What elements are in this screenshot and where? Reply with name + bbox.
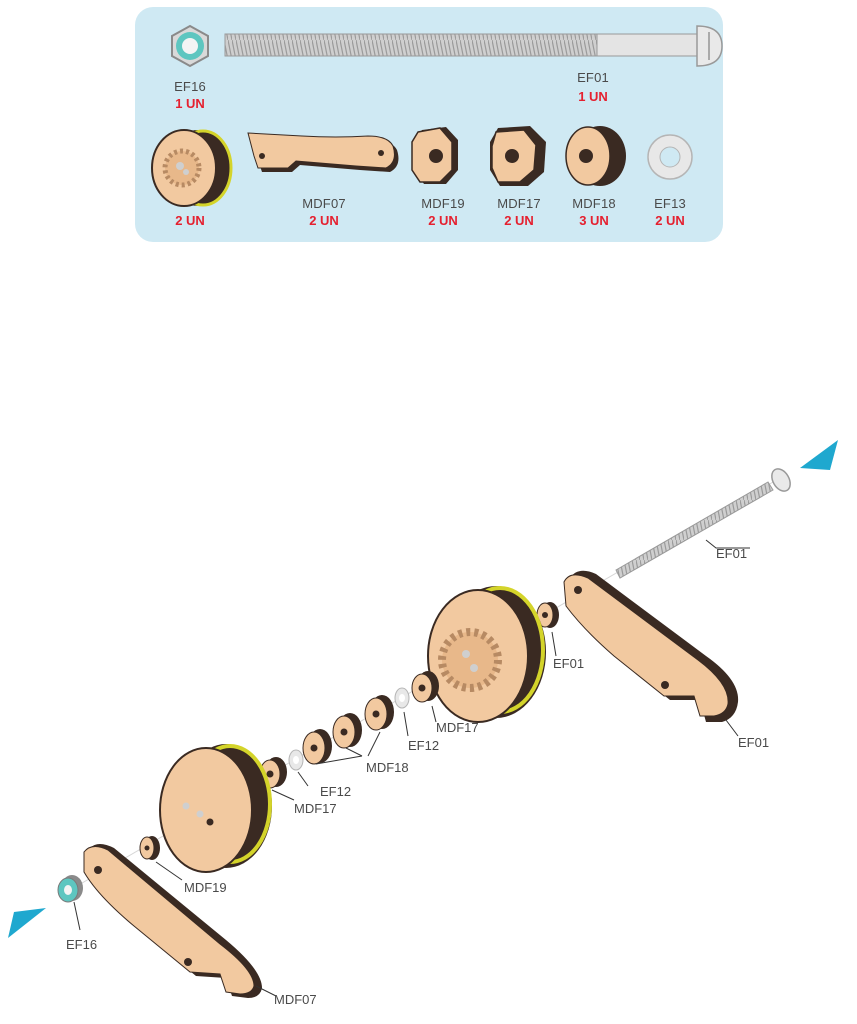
- assembly-washer-right: [394, 687, 410, 709]
- part-code-mdf19: MDF19: [421, 196, 465, 211]
- callout-ef12-left: EF12: [320, 784, 352, 799]
- part-code-mdf17: MDF17: [497, 196, 541, 211]
- insert-arrow-left-icon: [8, 908, 46, 938]
- nut-icon: [171, 24, 209, 68]
- assembly-washer-left: [288, 749, 304, 771]
- part-code-mdf07: MDF07: [302, 196, 346, 211]
- spacer-round-icon: [565, 126, 626, 186]
- part-code-ef01: EF01: [577, 70, 609, 85]
- part-qty-ef13: 2 UN: [655, 213, 685, 228]
- gear-wheel-icon: [151, 129, 233, 207]
- assembly-spacer-mdf18-2: [332, 713, 362, 749]
- callout-mdf19: MDF19: [184, 880, 227, 895]
- arm-bracket-icon: [247, 132, 399, 172]
- callout-mdf17-left: MDF17: [294, 801, 337, 816]
- spacer-notched-icon: [411, 127, 458, 184]
- callout-mdf07: MDF07: [274, 992, 317, 1007]
- washer-icon: [647, 134, 693, 180]
- part-qty-ef16: 1 UN: [175, 96, 205, 111]
- assembly-screw: [615, 468, 791, 579]
- part-code-ef13: EF13: [654, 196, 686, 211]
- callout-leaders: [73, 539, 750, 997]
- insert-arrow-right-icon: [800, 440, 838, 470]
- part-code-ef16: EF16: [174, 79, 206, 94]
- part-qty-wheel: 2 UN: [175, 213, 205, 228]
- callout-ef01-screw: EF01: [716, 546, 748, 561]
- assembly-spacer-mdf19: [139, 836, 160, 860]
- part-qty-mdf18: 3 UN: [579, 213, 609, 228]
- assembly-wheel-left: [159, 744, 272, 873]
- part-code-mdf18: MDF18: [572, 196, 616, 211]
- callout-ef01-spacer: EF01: [553, 656, 585, 671]
- callout-ef16: EF16: [66, 937, 98, 952]
- assembly-spacer-mdf17-right: [411, 671, 439, 703]
- assembly-arm-left: [83, 844, 262, 998]
- part-qty-ef01: 1 UN: [578, 89, 608, 104]
- assembly-wheel-right: [427, 586, 546, 723]
- callout-ef01-arm: EF01: [738, 735, 770, 750]
- part-qty-mdf19: 2 UN: [428, 213, 458, 228]
- screw-icon: [224, 25, 723, 67]
- assembly-spacer-mdf18-1: [364, 695, 394, 731]
- part-qty-mdf07: 2 UN: [309, 213, 339, 228]
- callout-mdf17-right: MDF17: [436, 720, 479, 735]
- assembly-spacer-right-top: [536, 602, 559, 628]
- assembly-nut: [57, 875, 83, 903]
- part-qty-mdf17: 2 UN: [504, 213, 534, 228]
- spacer-hex-icon: [490, 126, 546, 186]
- assembly-spacer-mdf18-3: [302, 729, 332, 765]
- callout-ef12-right: EF12: [408, 738, 440, 753]
- callout-mdf18: MDF18: [366, 760, 409, 775]
- assembly-arm-right: [563, 570, 739, 722]
